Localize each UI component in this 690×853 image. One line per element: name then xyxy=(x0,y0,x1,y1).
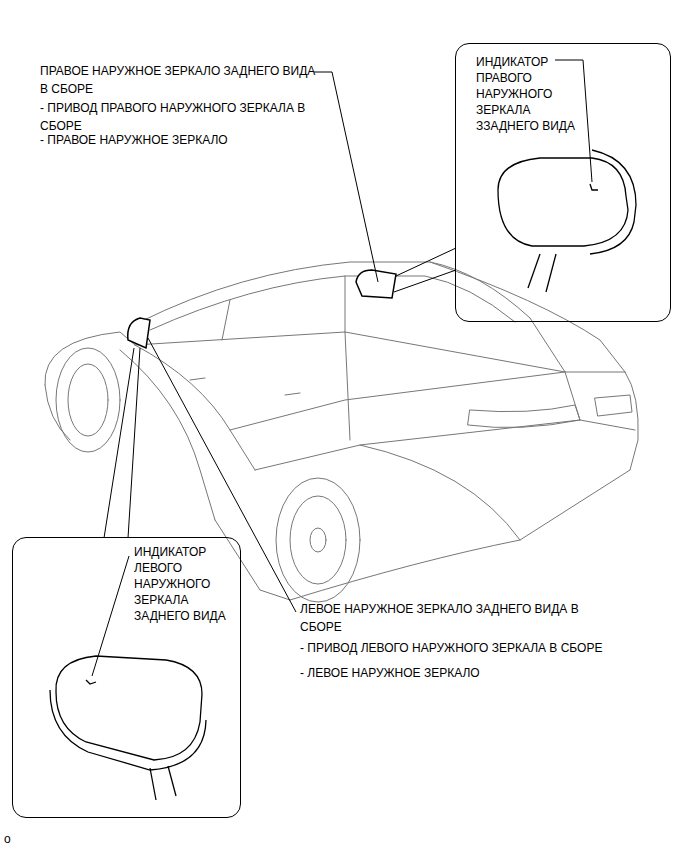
indicator-label: ИНДИКАТОР ЛЕВОГО НАРУЖНОГО ЗЕРКАЛА ЗАДНЕ… xyxy=(134,544,234,624)
page-mark: o xyxy=(4,830,24,848)
part-name: - ПРИВОД ЛЕВОГО НАРУЖНОГО ЗЕРКАЛА В СБОР… xyxy=(300,639,680,657)
part-name: - ПРИВОД ПРАВОГО НАРУЖНОГО ЗЕРКАЛА В СБО… xyxy=(40,99,340,135)
inset-box: ИНДИКАТОР ЛЕВОГО НАРУЖНОГО ЗЕРКАЛА ЗАДНЕ… xyxy=(12,537,241,818)
inset-box: ИНДИКАТОР ПРАВОГО НАРУЖНОГО ЗЕРКАЛА ЗЗАД… xyxy=(455,43,671,322)
part-name: ЛЕВОЕ НАРУЖНОЕ ЗЕРКАЛО ЗАДНЕГО ВИДА В СБ… xyxy=(300,600,582,636)
indicator-label: ИНДИКАТОР ПРАВОГО НАРУЖНОГО ЗЕРКАЛА ЗЗАД… xyxy=(476,54,576,134)
part-name: - ПРАВОЕ НАРУЖНОЕ ЗЕРКАЛО xyxy=(40,131,340,149)
part-name: - ЛЕВОЕ НАРУЖНОЕ ЗЕРКАЛО xyxy=(300,664,680,682)
part-name: ПРАВОЕ НАРУЖНОЕ ЗЕРКАЛО ЗАДНЕГО ВИДА В С… xyxy=(40,62,322,98)
